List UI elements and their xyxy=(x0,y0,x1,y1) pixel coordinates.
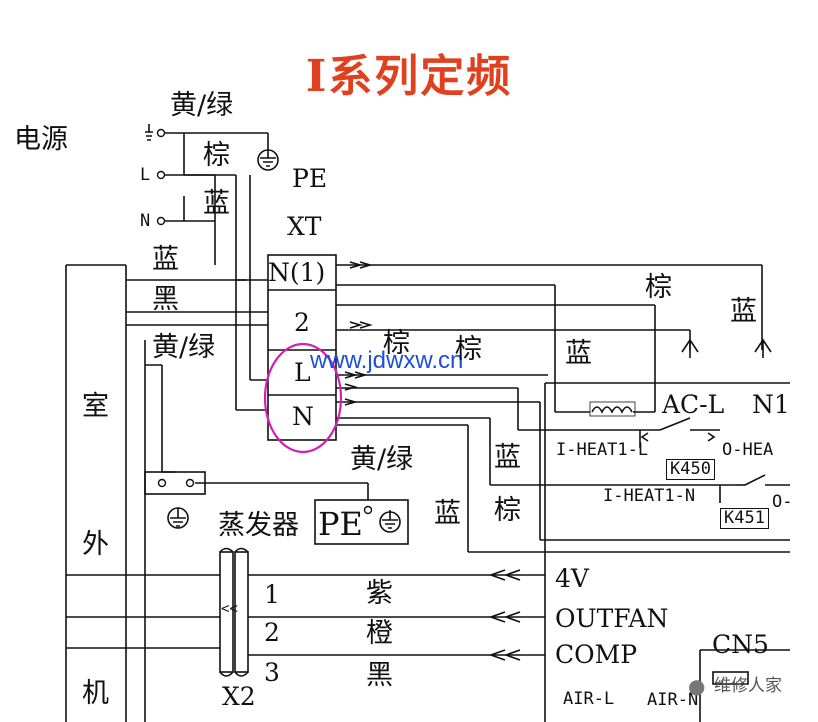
indoor-wire-blue: 蓝 xyxy=(152,244,179,275)
wire-label-yellow-green: 黄/绿 xyxy=(170,90,234,121)
xt-label: XT xyxy=(287,212,322,241)
board-4v: 4V xyxy=(555,564,589,593)
power-n-mark: N xyxy=(140,211,151,231)
lower-wire-blue: 蓝 xyxy=(494,442,521,473)
connector-wire-black: 黑 xyxy=(366,660,393,691)
board-air-n: AIR-N xyxy=(647,690,699,710)
unit-label-char-3: 机 xyxy=(82,678,109,709)
top-wire-brown: 棕 xyxy=(645,272,672,303)
relay-k450: K450 xyxy=(666,459,715,480)
mid-wire-brown-2: 棕 xyxy=(455,334,482,365)
indoor-wire-yellow-green: 黄/绿 xyxy=(152,332,216,363)
pe-label: PE xyxy=(292,164,328,193)
relay-k451: K451 xyxy=(720,508,769,529)
board-o-minus: O- xyxy=(772,492,793,512)
board-outfan: OUTFAN xyxy=(555,604,669,633)
connector-wire-purple: 紫 xyxy=(366,578,393,609)
connector-pin-3: 3 xyxy=(264,658,280,687)
diagram-title: I系列定频 xyxy=(305,51,513,102)
unit-label-char-1: 室 xyxy=(82,391,109,422)
mid-wire-blue: 蓝 xyxy=(565,338,592,369)
top-wire-blue: 蓝 xyxy=(730,296,757,327)
power-l-mark: L xyxy=(140,165,151,185)
mid-wire-yellow-green: 黄/绿 xyxy=(350,444,414,475)
connector-x2: X2 xyxy=(222,682,256,711)
terminal-n1: N(1) xyxy=(268,258,326,287)
mid-wire-brown-1: 棕 xyxy=(383,328,410,359)
power-label: 电源 xyxy=(14,124,68,155)
lower-wire-brown: 棕 xyxy=(494,495,521,526)
connector-pin-2: 2 xyxy=(264,618,280,647)
wires xyxy=(65,124,790,722)
terminal-dots xyxy=(156,128,373,515)
connector-wire-orange: 橙 xyxy=(366,618,393,649)
board-n1: N1 xyxy=(752,390,790,419)
left-wire-blue: 蓝 xyxy=(434,498,461,529)
terminal-2: 2 xyxy=(294,308,310,337)
wire-label-blue: 蓝 xyxy=(203,188,230,219)
board-cn5: CN5 xyxy=(712,630,769,659)
wire-label-brown: 棕 xyxy=(203,140,230,171)
evaporator-pe: PE xyxy=(318,505,363,543)
unit-label-char-2: 外 xyxy=(82,529,109,560)
board-heat1-n: I-HEAT1-N xyxy=(603,486,696,506)
chat-bubble-icon: ● xyxy=(688,674,706,698)
website-url: www.jdwxw.cn xyxy=(310,347,464,374)
terminal-n: N xyxy=(292,402,314,431)
highlight-ellipse xyxy=(263,342,343,454)
indoor-wire-black: 黑 xyxy=(152,284,179,315)
board-air-l: AIR-L xyxy=(563,689,615,709)
evaporator-label: 蒸发器 xyxy=(218,510,299,541)
connector-pin-1: 1 xyxy=(264,580,280,609)
board-comp: COMP xyxy=(555,640,638,669)
terminal-l: L xyxy=(294,358,311,387)
board-heat1-l: I-HEAT1-L xyxy=(556,440,649,460)
board-o-heat: O-HEA xyxy=(722,440,774,460)
watermark-text: 维修人家 xyxy=(714,676,782,696)
board-ac-l: AC-L xyxy=(662,390,725,419)
connector-arrows: << xyxy=(221,601,238,617)
